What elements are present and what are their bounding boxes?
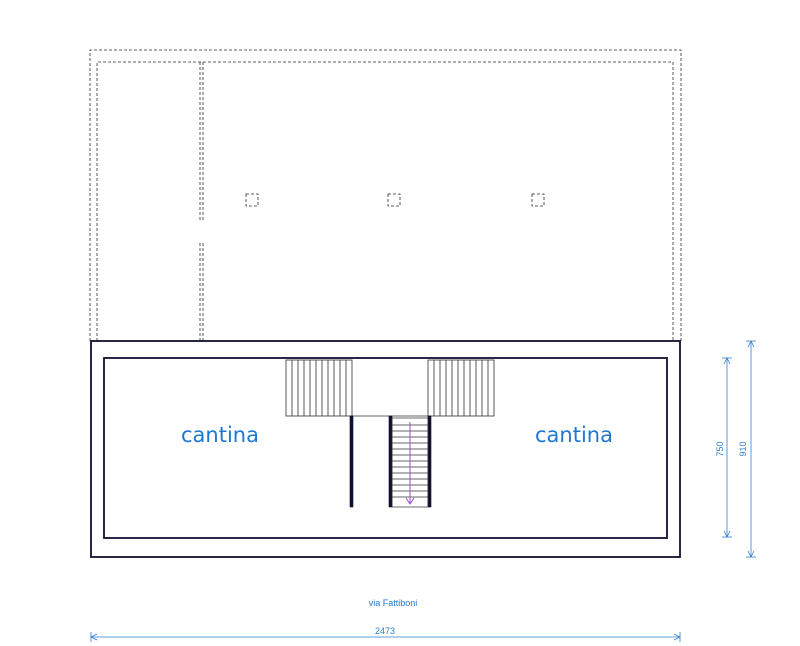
pillar-center [387,193,401,207]
stair-left-frame [285,359,353,417]
outer-height-dimension [746,340,756,558]
stair-right [427,359,495,417]
corridor-wall-center-right [427,415,432,508]
width-dimension-label: 2473 [375,626,395,636]
outer-height-label: 910 [738,441,748,456]
width-dimension [90,632,681,642]
corridor-walls [349,415,432,508]
room-label-left: cantina [181,423,259,447]
stair-right-frame [427,359,495,417]
room-label-right: cantina [535,423,613,447]
stair-center-frame [391,417,429,508]
inner-height-label: 750 [715,441,725,456]
corridor-wall-left [349,415,354,508]
pillar-left [245,193,259,207]
inner-wall [103,357,668,539]
street-label: via Fattiboni [369,598,418,608]
roof-outline [89,49,682,341]
stair-left [285,359,353,417]
corridor-wall-center-left [388,415,393,508]
outer-wall [90,340,681,558]
inner-height-dimension [722,357,732,538]
basement-walls [90,340,681,558]
roof-outer-line [89,49,682,341]
pillar-right [531,193,545,207]
roof-inner-line [96,61,674,341]
stair-direction-arrow [405,422,415,505]
